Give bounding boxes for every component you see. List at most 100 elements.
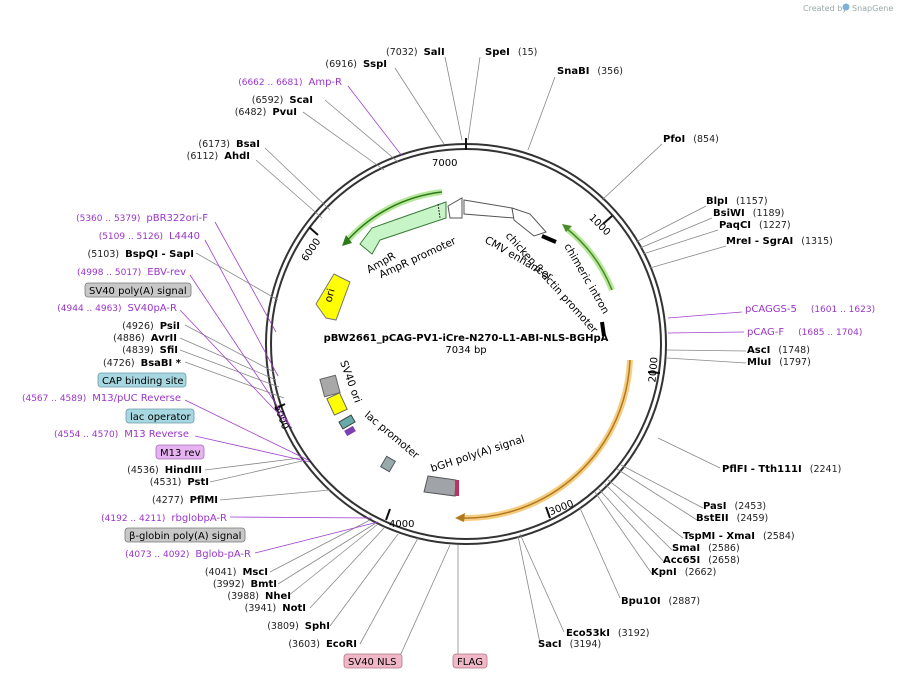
tick-label-6000: 6000 (300, 237, 324, 264)
credit-created-by: Created by (803, 4, 847, 13)
primer-name: pCAGGS-5 (745, 304, 797, 315)
svg-text:(7032)SalI: (7032) SalI (386, 47, 445, 58)
primer-name: M13 Reverse (124, 429, 189, 440)
enzyme-pos: (356) (597, 66, 623, 77)
svg-text:(3603)EcoRI: (3603)EcoRI (288, 639, 357, 650)
enzyme-pos: (3992) (213, 579, 245, 590)
primer-pos: (4073 .. 4092) (125, 550, 189, 560)
icre-cds-arc-line (459, 359, 631, 519)
ori-label: ori (323, 287, 338, 303)
enzyme-name: PaqCI (719, 220, 751, 231)
svg-text:PaqCI(1227): PaqCI (1227) (719, 220, 791, 231)
enzyme-name: PstI (187, 477, 209, 488)
m13-rev-box (344, 425, 356, 437)
svg-text:SnaBI(356): SnaBI(356) (557, 66, 623, 77)
ampr-promoter-shape (447, 197, 463, 219)
svg-text:TspMI - XmaI(2584): TspMI - XmaI(2584) (683, 531, 795, 542)
enzyme-pos: (3194) (570, 639, 602, 650)
enzyme-name: SalI (424, 47, 445, 58)
enzyme-name: PasI (703, 501, 726, 512)
enzyme-pos: (2453) (734, 501, 766, 512)
svg-text:(4998 .. 5017)EBV-rev: (4998 .. 5017)EBV-rev (77, 267, 186, 278)
lac-operator-label-box (125, 408, 195, 424)
svg-text:(4839)SfiI: (4839)SfiI (122, 345, 178, 356)
enzyme-pos: (6592) (252, 95, 284, 106)
enzyme-pos: (6916) (325, 59, 357, 70)
intron-end-marker (600, 321, 606, 337)
icre-cds-arrowhead (455, 513, 465, 522)
cap-binding-label-box (97, 372, 187, 388)
enzyme-name: AhdI (224, 151, 250, 162)
primer-name: pBR322ori-F (146, 213, 208, 224)
enzyme-leader-lines (179, 56, 747, 657)
enzyme-name: BspQI - SapI (125, 249, 194, 260)
enzyme-name: HindIII (165, 465, 202, 476)
primer-labels: (6662 .. 6681)Amp-R (5360 .. 5379)pBR322… (22, 77, 875, 560)
svg-text:(5360 .. 5379)pBR322ori-F: (5360 .. 5379)pBR322ori-F (76, 213, 208, 224)
enzyme-pos: (6482) (235, 107, 267, 118)
enzyme-pos: (4839) (122, 345, 154, 356)
enzyme-name: MreI - SgrAI (726, 236, 793, 247)
svg-text:(4944 .. 4963)SV40pA-R: (4944 .. 4963) SV40pA-R (57, 303, 177, 314)
lac-promoter-box (379, 455, 397, 473)
enzyme-name: PsiI (160, 321, 180, 332)
sv40-polya-label-box (84, 282, 192, 298)
flag-label-box (452, 653, 488, 669)
svg-text:pCAG-F(1685 .. 1704): pCAG-F (1685 .. 1704) (747, 327, 862, 338)
svg-text:Eco53kI(3192): Eco53kI (3192) (566, 628, 650, 639)
sv40-ori-shape (326, 392, 348, 416)
svg-text:(4277)PflMI: (4277)PflMI (152, 495, 218, 506)
enzyme-name: NotI (282, 603, 306, 614)
primer-name: SV40pA-R (128, 303, 177, 314)
enzyme-pos: (3988) (227, 591, 259, 602)
enzyme-pos: (3192) (618, 628, 650, 639)
enzyme-name: Eco53kI (566, 628, 610, 639)
enzyme-pos: (2662) (685, 567, 717, 578)
tick-label-5000: 5000 (271, 403, 290, 431)
ampr-outer-arc-line (345, 191, 443, 243)
ampr-dashed-marker (437, 203, 441, 219)
lac-operator-label: lac operator (130, 412, 191, 423)
svg-text:AscI(1748): AscI(1748) (747, 345, 810, 356)
plasmid-name: pBW2661_pCAG-PV1-iCre-N270-L1-ABI-NLS-BG… (324, 333, 609, 344)
cap-binding-box (338, 414, 356, 430)
enzyme-name: TspMI - XmaI (683, 531, 755, 542)
enzyme-name: SmaI (672, 543, 700, 554)
svg-text:(4886)AvrII: (4886)AvrII (113, 333, 177, 344)
primer-leader-lines (179, 85, 745, 554)
cap-binding-label: CAP binding site (102, 376, 184, 387)
ori-shape (315, 273, 351, 321)
enzyme-name: SspI (363, 59, 387, 70)
svg-text:pCAGGS-5(1601 .. 1623): pCAGGS-5(1601 .. 1623) (745, 304, 875, 315)
flag-label: FLAG (457, 657, 483, 668)
enzyme-name: SacI (538, 639, 562, 650)
enzyme-name: MscI (242, 567, 268, 578)
tick-label-4000: 4000 (389, 519, 414, 530)
enzyme-pos: (7032) (386, 47, 418, 58)
enzyme-pos: (1227) (759, 220, 791, 231)
svg-text:MluI(1797): MluI(1797) (747, 357, 811, 368)
enzyme-pos: (854) (693, 134, 719, 145)
enzyme-pos: (3941) (245, 603, 277, 614)
primer-pos: (4944 .. 4963) (57, 304, 121, 314)
enzyme-name: PflMI (190, 495, 218, 506)
flag-box (455, 480, 459, 496)
svg-text:(6112)AhdI: (6112)AhdI (187, 151, 250, 162)
primer-name: EBV-rev (147, 267, 186, 278)
m13-rev-label-box (155, 444, 205, 460)
svg-text:(3992)BmtI: (3992)BmtI (213, 579, 277, 590)
lac-promoter-label: lac promoter (362, 409, 422, 462)
primer-pos: (1685 .. 1704) (798, 328, 862, 338)
primer-name: rbglobpA-R (171, 513, 227, 524)
enzyme-pos: (3809) (267, 621, 299, 632)
sv40-nls-label-box (343, 653, 403, 669)
promoter-end-marker (541, 234, 557, 244)
svg-text:(4531)PstI: (4531)PstI (150, 477, 209, 488)
enzyme-pos: (1157) (736, 196, 768, 207)
svg-text:(4192 .. 4211)rbglobpA-R: (4192 .. 4211)rbglobpA-R (101, 513, 227, 524)
enzyme-pos: (4041) (205, 567, 237, 578)
svg-text:Acc65I(2658): Acc65I(2658) (663, 555, 740, 566)
primer-name: pCAG-F (747, 327, 784, 338)
enzyme-pos: (4536) (127, 465, 159, 476)
